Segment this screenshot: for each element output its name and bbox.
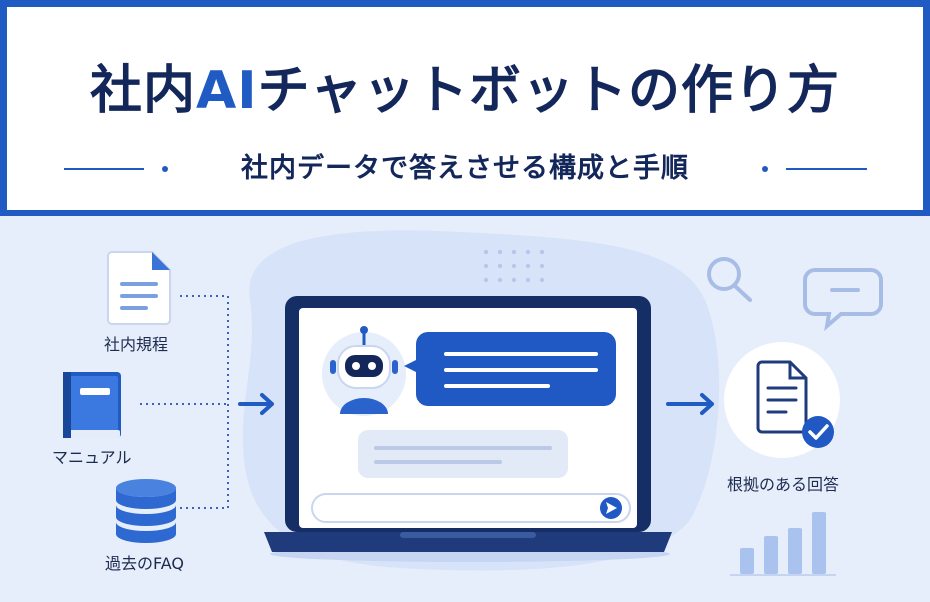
speech-bubble-icon <box>803 268 883 332</box>
database-icon <box>116 479 176 543</box>
flow-connectors <box>140 295 229 509</box>
subtitle-decoration <box>64 166 867 172</box>
user-message-bubble <box>358 430 568 478</box>
title-suffix: チャットボットの作り方 <box>257 61 841 121</box>
title-prefix: 社内 <box>89 61 196 121</box>
source-label-faq: 過去のFAQ <box>105 554 184 573</box>
magnifier-icon <box>707 257 752 302</box>
document-check-icon <box>724 342 840 458</box>
dot-grid-decoration <box>483 249 545 283</box>
subtitle-row: 社内データで答えさせる構成と手順 <box>7 149 923 189</box>
title-accent: AI <box>195 61 258 121</box>
arrow-right-icon <box>666 393 714 415</box>
output-label: 根拠のある回答 <box>727 475 840 494</box>
bot-message-bubble <box>404 332 616 406</box>
bar-chart-decoration <box>730 512 836 576</box>
book-icon <box>63 372 121 438</box>
header-banner: 社内AIチャットボットの作り方 社内データで答えさせる構成と手順 <box>0 0 930 216</box>
arrow-right-icon <box>238 393 274 415</box>
robot-avatar-icon <box>322 326 406 416</box>
page-subtitle: 社内データで答えさせる構成と手順 <box>241 153 689 184</box>
page-title: 社内AIチャットボットの作り方 <box>7 59 923 123</box>
header-panel: 社内AIチャットボットの作り方 社内データで答えさせる構成と手順 <box>7 7 923 210</box>
source-label-rules: 社内規程 <box>104 335 169 354</box>
chat-input <box>311 493 631 523</box>
document-icon <box>107 251 171 325</box>
source-label-manual: マニュアル <box>52 448 132 467</box>
